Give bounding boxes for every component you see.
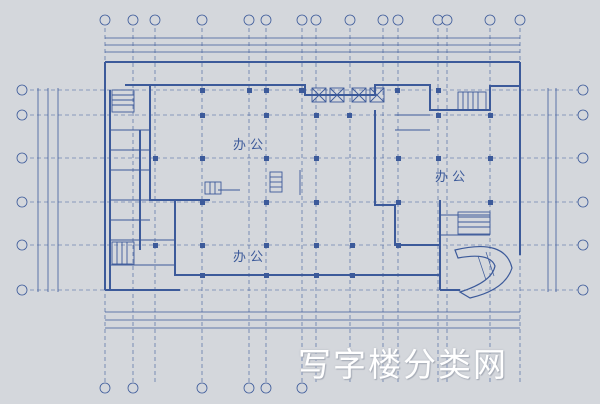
axis-bubbles [16, 14, 589, 394]
dimension-lines [37, 37, 557, 329]
room-label-office-2: 办 公 [435, 170, 465, 185]
room-label-office-3: 办 公 [233, 250, 263, 265]
curved-stair-tread [477, 251, 495, 281]
building-walls [104, 61, 521, 291]
room-label-office-1: 办 公 [233, 138, 263, 153]
interior-walls [110, 114, 490, 266]
stair-elevator-cores [111, 87, 491, 265]
watermark: 写字楼分类网 [298, 345, 508, 382]
structural-columns [153, 88, 493, 278]
